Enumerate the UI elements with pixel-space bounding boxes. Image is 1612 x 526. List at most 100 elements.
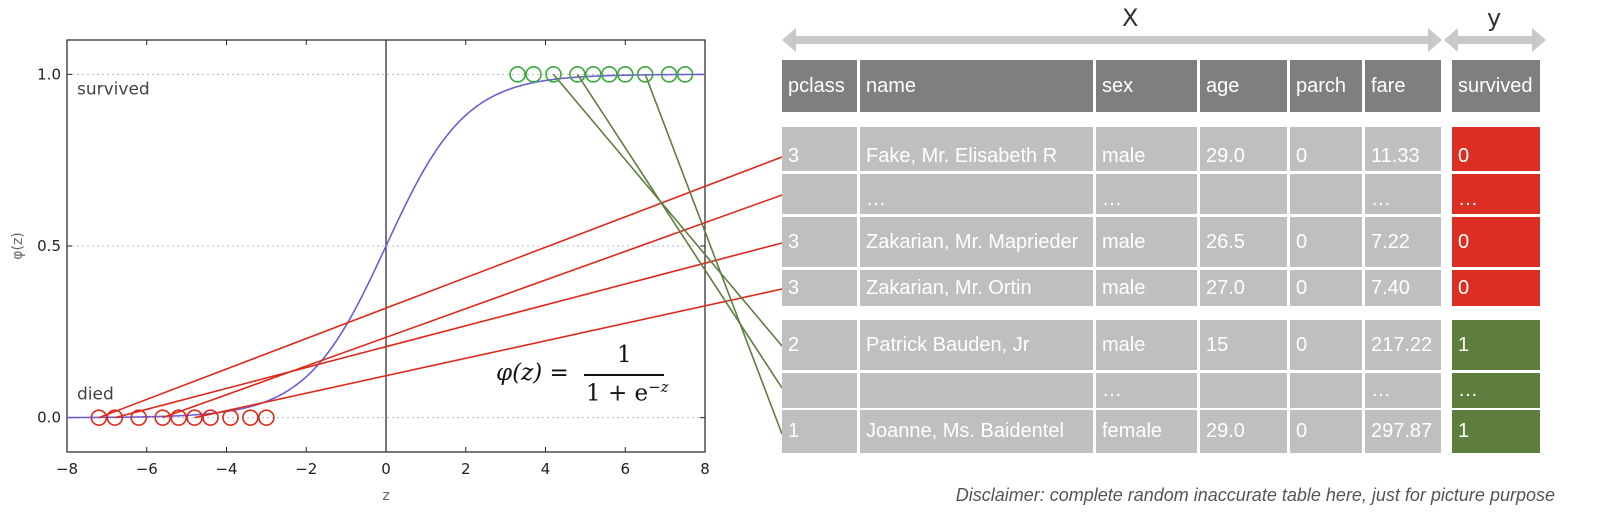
survived-data-point: [509, 66, 526, 83]
table-cell: 29.0: [1200, 410, 1287, 453]
died-data-point: [186, 409, 203, 426]
table-cell: …: [860, 174, 1093, 214]
formula-denominator: 1 + e−z: [586, 378, 669, 407]
table-cell: 3: [782, 270, 857, 306]
y-span-arrow-right-head: [1532, 28, 1546, 52]
x-tick-label: −6: [136, 460, 158, 478]
table-cell: 3: [782, 217, 857, 267]
table-cell: …: [1365, 373, 1441, 408]
survived-data-point: [525, 66, 542, 83]
survived-cell: …: [1452, 174, 1540, 214]
died-data-point: [106, 409, 124, 426]
survived-cell: 1: [1452, 410, 1540, 453]
table-cell: 15: [1200, 320, 1287, 370]
survived-connector-line: [552, 73, 783, 347]
table-cell: Zakarian, Mr. Ortin: [860, 270, 1093, 306]
survived-data-point: [585, 66, 602, 83]
table-cell: [782, 373, 857, 408]
died-data-point: [90, 409, 108, 426]
died-connector-line: [98, 156, 783, 419]
table-cell: female: [1096, 410, 1197, 453]
table-cell: 0: [1290, 410, 1362, 453]
survived-data-point: [569, 66, 586, 83]
table-cell: [782, 174, 857, 214]
table-cell: male: [1096, 217, 1197, 267]
y-tick-label: 0.5: [37, 237, 61, 255]
survived-data-point: [616, 66, 634, 83]
x-span-arrow-left-head: [782, 28, 796, 52]
survived-data-point: [636, 66, 654, 83]
died-data-point: [154, 409, 171, 426]
survived-data-point: [545, 66, 562, 83]
table-cell: 26.5: [1200, 217, 1287, 267]
table-cell: Zakarian, Mr. Maprieder: [860, 217, 1093, 267]
column-header-parch: parch: [1290, 60, 1362, 112]
survived-cell: 0: [1452, 217, 1540, 267]
died-connector-line: [162, 194, 783, 419]
table-cell: [1200, 373, 1287, 408]
table-cell: 0: [1290, 127, 1362, 171]
y-tick-label: 1.0: [37, 65, 61, 83]
column-header-sex: sex: [1096, 60, 1197, 112]
died-data-point: [242, 409, 259, 426]
x-span-arrow-right-head: [1428, 28, 1442, 52]
x-tick-label: 4: [541, 460, 551, 478]
died-data-point: [258, 409, 275, 426]
x-tick-label: −4: [215, 460, 237, 478]
died-data-point: [202, 409, 219, 426]
table-cell: Fake, Mr. Elisabeth R: [860, 127, 1093, 171]
survived-data-point: [660, 66, 678, 83]
died-data-point: [170, 409, 187, 426]
table-cell: male: [1096, 127, 1197, 171]
survived-data-point: [600, 66, 618, 83]
survived-cell: 0: [1452, 127, 1540, 171]
table-cell: …: [1096, 174, 1197, 214]
x-tick-label: 2: [461, 460, 471, 478]
survived-cell: 1: [1452, 320, 1540, 370]
x-axis-label: z: [382, 488, 389, 504]
y-axis-label: φ(z): [10, 232, 26, 260]
x-tick-label: 6: [620, 460, 630, 478]
survived-connector-line: [644, 74, 783, 435]
table-y-label: y: [1487, 4, 1502, 32]
table-cell: 1: [782, 410, 857, 453]
table-cell: 27.0: [1200, 270, 1287, 306]
x-tick-label: −2: [295, 460, 317, 478]
table-cell: 0: [1290, 270, 1362, 306]
table-cell: 7.40: [1365, 270, 1441, 306]
x-tick-label: 0: [381, 460, 391, 478]
table-cell: 297.87: [1365, 410, 1441, 453]
x-tick-label: 8: [700, 460, 710, 478]
disclaimer-text: Disclaimer: complete random inaccurate t…: [955, 485, 1555, 505]
table-cell: 7.22: [1365, 217, 1441, 267]
table-cell: 29.0: [1200, 127, 1287, 171]
table-cell: 11.33: [1365, 127, 1441, 171]
table-cell: Patrick Bauden, Jr: [860, 320, 1093, 370]
survived-data-point: [676, 66, 694, 83]
table-cell: male: [1096, 270, 1197, 306]
table-cell: 217.22: [1365, 320, 1441, 370]
table-cell: …: [1365, 174, 1441, 214]
table-cell: [860, 373, 1093, 408]
formula-exponent: −z: [648, 378, 669, 396]
died-connector-line: [194, 288, 783, 419]
table-cell: Joanne, Ms. Baidentel: [860, 410, 1093, 453]
formula-fraction-bar: [584, 374, 664, 376]
survived-cell: 0: [1452, 270, 1540, 306]
table-x-label: X: [1122, 4, 1139, 32]
died-data-point: [130, 409, 148, 426]
survived-cell: …: [1452, 373, 1540, 408]
y-span-arrow-left-head: [1444, 28, 1458, 52]
table-cell: 2: [782, 320, 857, 370]
x-tick-label: −8: [56, 460, 78, 478]
y-tick-label: 0.0: [37, 409, 61, 427]
formula-lhs: φ(z) =: [496, 360, 569, 386]
died-connector-line: [114, 242, 783, 419]
formula-denominator-base: 1 + e: [586, 380, 649, 407]
column-header-fare: fare: [1365, 60, 1441, 112]
sigmoid-curve: [67, 73, 705, 419]
table-cell: [1200, 174, 1287, 214]
survived-connector-line: [576, 73, 783, 389]
died-category-label: died: [77, 385, 114, 405]
